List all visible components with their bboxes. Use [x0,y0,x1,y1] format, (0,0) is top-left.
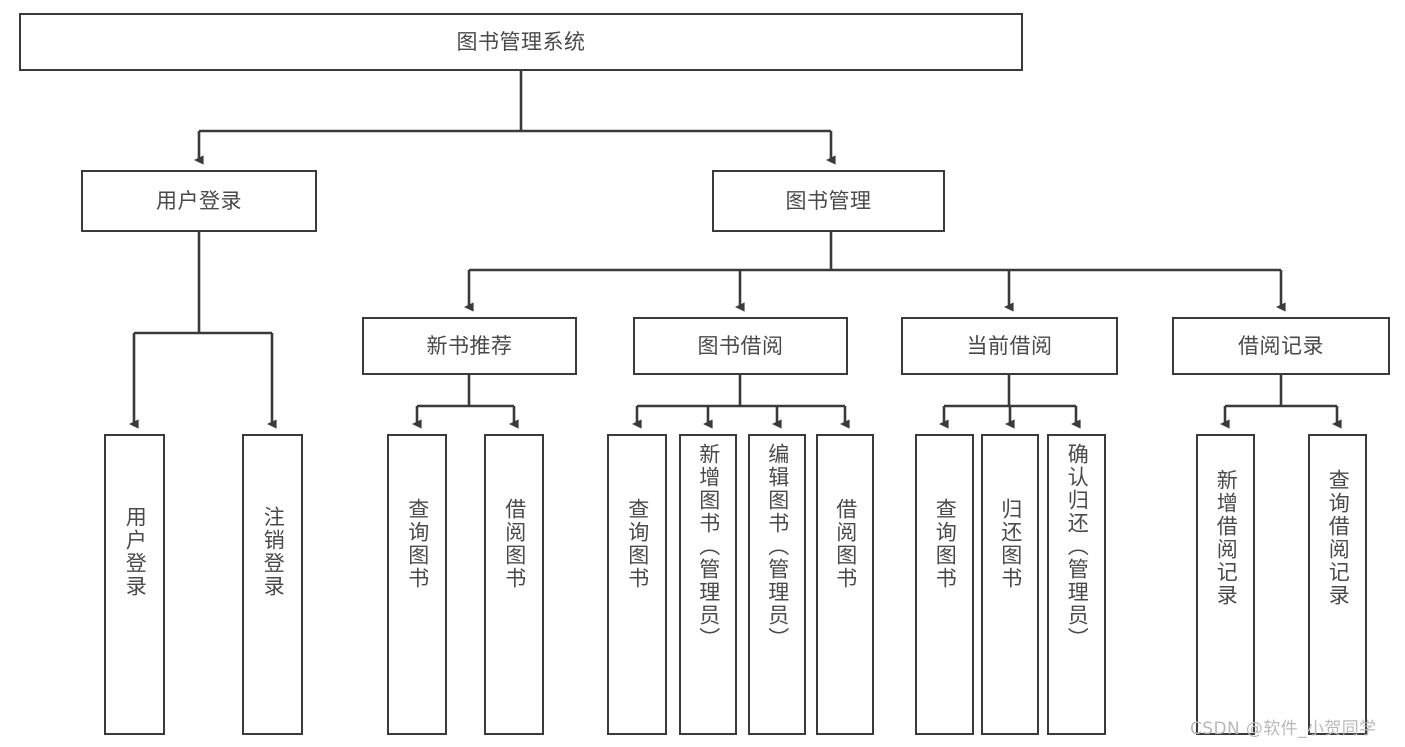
leaf-user-login[interactable]: 用户登录 [104,434,165,735]
leaf-borrow-book-1[interactable]: 借阅图书 [484,434,544,735]
node-root[interactable]: 图书管理系统 [19,13,1023,71]
node-user-login-label: 用户登录 [156,188,242,213]
leaf-add-book[interactable]: 新增图书（管理员） [679,434,737,735]
watermark: CSDN @软件_小贺同学 [1190,719,1377,739]
node-book-borrow[interactable]: 图书借阅 [633,317,848,375]
leaf-borrow-book-2-label: 借阅图书 [833,498,858,590]
node-new-book-recommend-label: 新书推荐 [426,333,513,358]
node-new-book-recommend[interactable]: 新书推荐 [362,317,577,375]
node-borrow-records-label: 借阅记录 [1238,333,1324,358]
leaf-query-book-3[interactable]: 查询图书 [915,434,974,735]
leaf-return-book[interactable]: 归还图书 [981,434,1039,735]
leaf-query-book-2-label: 查询图书 [625,498,650,590]
node-current-borrow-label: 当前借阅 [966,333,1053,358]
leaf-add-record[interactable]: 新增借阅记录 [1196,434,1255,735]
node-current-borrow[interactable]: 当前借阅 [901,317,1118,375]
leaf-confirm-return-label: 确认归还（管理员） [1065,443,1090,650]
node-book-manage[interactable]: 图书管理 [712,170,945,232]
leaf-query-book-2[interactable]: 查询图书 [607,434,667,735]
node-borrow-records[interactable]: 借阅记录 [1172,317,1390,375]
leaf-query-record[interactable]: 查询借阅记录 [1308,434,1367,735]
leaf-add-book-label: 新增图书（管理员） [696,443,721,650]
node-book-manage-label: 图书管理 [785,188,872,213]
leaf-edit-book[interactable]: 编辑图书（管理员） [748,434,806,735]
leaf-add-record-label: 新增借阅记录 [1214,469,1239,607]
leaf-user-logout[interactable]: 注销登录 [242,434,303,735]
node-root-label: 图书管理系统 [456,29,586,54]
leaf-query-book-1-label: 查询图书 [405,498,430,590]
leaf-user-login-label: 用户登录 [123,506,148,598]
leaf-return-book-label: 归还图书 [998,498,1023,590]
leaf-query-book-3-label: 查询图书 [933,498,958,590]
leaf-confirm-return[interactable]: 确认归还（管理员） [1047,434,1106,735]
node-user-login[interactable]: 用户登录 [81,170,317,232]
leaf-borrow-book-1-label: 借阅图书 [502,498,527,590]
leaf-user-logout-label: 注销登录 [261,506,286,598]
node-book-borrow-label: 图书借阅 [697,333,784,358]
leaf-query-record-label: 查询借阅记录 [1326,469,1351,607]
leaf-borrow-book-2[interactable]: 借阅图书 [816,434,874,735]
leaf-query-book-1[interactable]: 查询图书 [387,434,447,735]
leaf-edit-book-label: 编辑图书（管理员） [765,443,790,650]
